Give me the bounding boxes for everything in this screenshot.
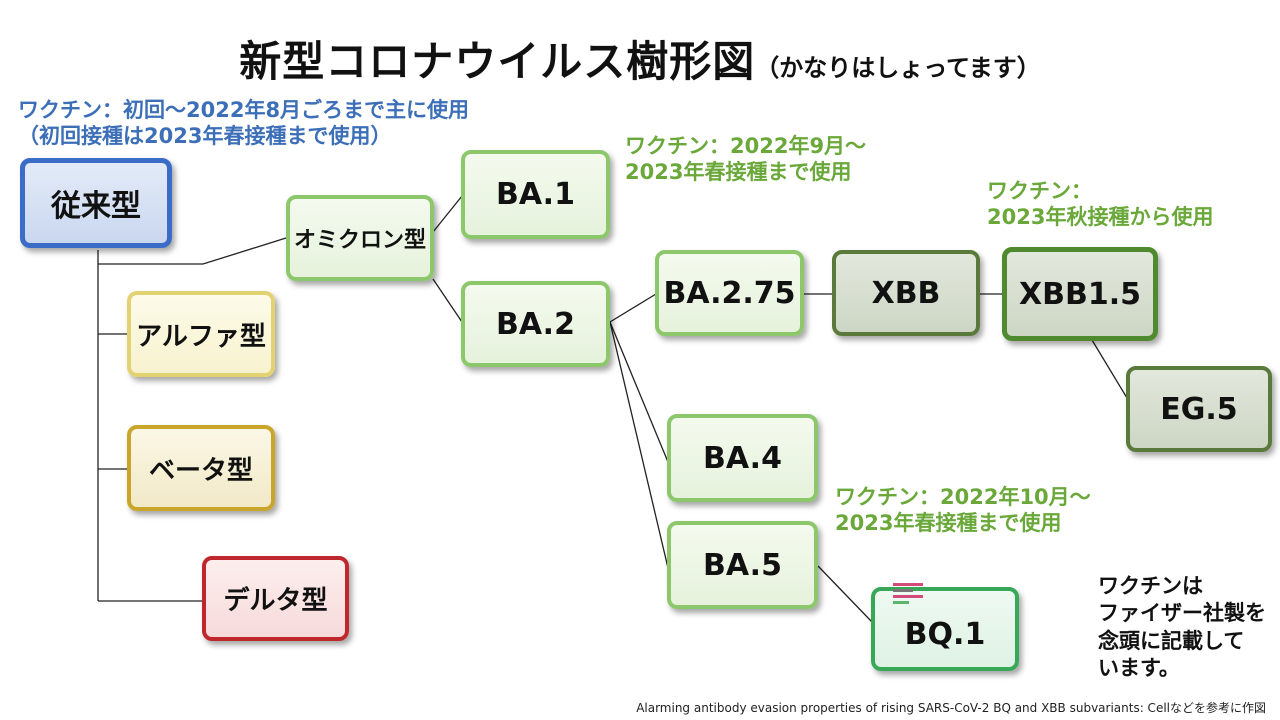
node-omicron: オミクロン型 bbox=[286, 195, 434, 281]
link-conventional-omicron bbox=[98, 237, 287, 265]
note-line: （初回接種は2023年春接種まで使用） bbox=[18, 124, 392, 149]
node-conventional: 従来型 bbox=[20, 158, 172, 248]
node-delta: デルタ型 bbox=[202, 556, 349, 641]
note-line: ワクチン： bbox=[987, 179, 1092, 203]
node-ba1: BA.1 bbox=[461, 150, 610, 239]
node-ba4: BA.4 bbox=[667, 414, 818, 502]
node-bq1: BQ.1 bbox=[871, 587, 1019, 671]
note-line: ワクチン：初回～2022年8月ごろまで主に使用 bbox=[18, 98, 470, 122]
note-line: ワクチン：2022年10月～ bbox=[835, 485, 1091, 509]
note-line: 2023年春接種まで使用 bbox=[835, 511, 1062, 536]
note-vaccine-initial: ワクチン：初回～2022年8月ごろまで主に使用 （初回接種は2023年春接種まで… bbox=[18, 97, 469, 150]
note-line: 2023年秋接種から使用 bbox=[987, 205, 1214, 230]
node-alpha: アルファ型 bbox=[127, 291, 275, 377]
link-xbb15-eg5 bbox=[1091, 339, 1128, 399]
small-annotation-graphic bbox=[893, 583, 923, 611]
note-vaccine-ba1: ワクチン：2022年9月～ 2023年春接種まで使用 bbox=[625, 133, 866, 186]
node-beta: ベータ型 bbox=[127, 425, 275, 511]
link-omicron-ba1 bbox=[432, 195, 463, 233]
node-ba2: BA.2 bbox=[461, 281, 610, 367]
title-main: 新型コロナウイルス樹形図 bbox=[239, 37, 756, 86]
source-footer: Alarming antibody evasion properties of … bbox=[636, 701, 1266, 715]
title-sub: （かなりはしょってます） bbox=[755, 54, 1041, 82]
node-ba5: BA.5 bbox=[667, 521, 818, 609]
node-ba275: BA.2.75 bbox=[655, 250, 804, 336]
note-vaccine-ba5: ワクチン：2022年10月～ 2023年春接種まで使用 bbox=[835, 484, 1091, 537]
note-line: 2023年春接種まで使用 bbox=[625, 160, 852, 185]
note-line: ワクチン：2022年9月～ bbox=[625, 134, 867, 158]
note-line: います。 bbox=[1098, 655, 1180, 680]
note-pfizer: ワクチンは ファイザー社製を 念頭に記載して います。 bbox=[1098, 573, 1266, 682]
node-xbb15: XBB1.5 bbox=[1002, 247, 1158, 341]
link-ba2-ba275 bbox=[609, 293, 657, 323]
note-line: ワクチンは bbox=[1098, 574, 1203, 598]
link-ba2-ba4 bbox=[609, 321, 669, 463]
link-omicron-ba2 bbox=[432, 278, 463, 323]
note-vaccine-xbb: ワクチン： 2023年秋接種から使用 bbox=[987, 178, 1213, 231]
link-ba2-ba5 bbox=[609, 321, 669, 569]
node-eg5: EG.5 bbox=[1126, 366, 1272, 452]
note-line: ファイザー社製を bbox=[1098, 601, 1266, 626]
node-xbb: XBB bbox=[832, 250, 980, 336]
diagram-title: 新型コロナウイルス樹形図（かなりはしょってます） bbox=[0, 28, 1280, 89]
note-line: 念頭に記載して bbox=[1098, 628, 1245, 653]
link-ba5-bq1 bbox=[817, 565, 873, 623]
